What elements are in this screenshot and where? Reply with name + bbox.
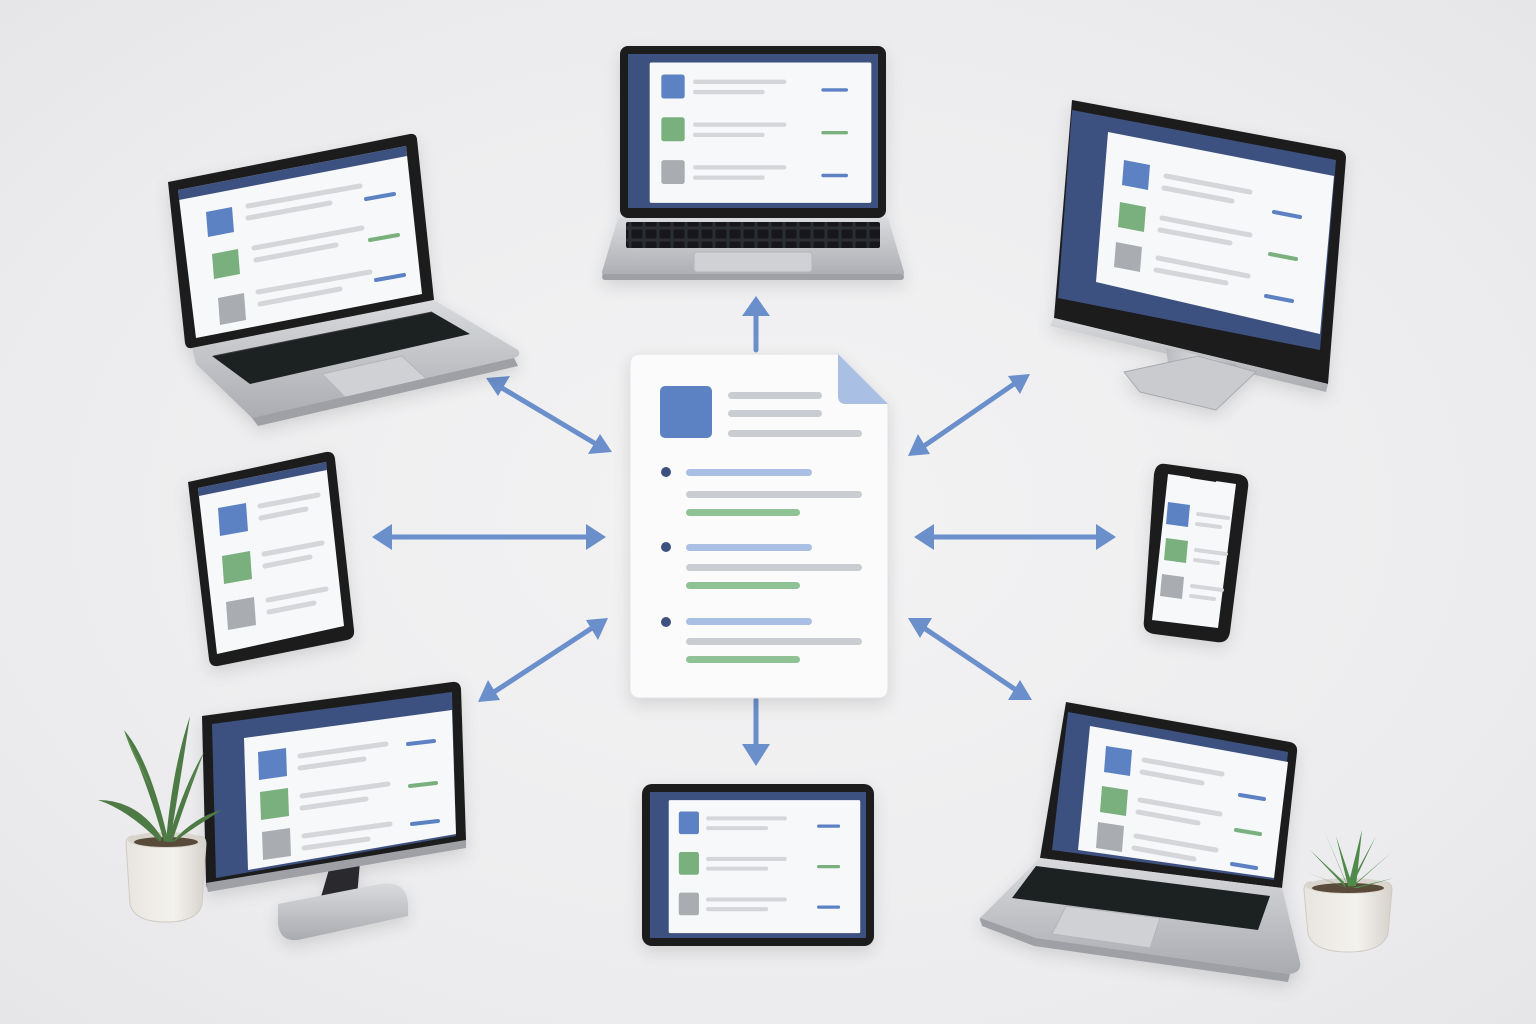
tablet-bottom <box>642 784 874 946</box>
document-list-item <box>661 617 862 663</box>
arrow-left <box>372 524 606 550</box>
sync-arrows <box>372 296 1116 766</box>
document-fold-icon <box>838 354 888 404</box>
arrow-right <box>914 524 1116 550</box>
monitor-lower-left <box>202 681 466 941</box>
laptop-top <box>602 46 904 280</box>
central-document <box>629 353 889 699</box>
arrow-up-left <box>486 376 612 454</box>
arrow-up <box>742 296 770 353</box>
arrow-down-left <box>478 618 608 702</box>
arrow-up-right <box>908 374 1030 456</box>
laptop-upper-left <box>168 133 520 426</box>
laptop-lower-right <box>979 702 1301 982</box>
phone-right <box>1143 463 1249 643</box>
tablet-left <box>188 451 355 667</box>
document-list-item <box>661 542 862 589</box>
plant-icon <box>98 716 222 923</box>
document-thumbnail <box>660 386 712 438</box>
succulent-icon <box>1303 830 1394 953</box>
imac-upper-right <box>1050 100 1346 411</box>
arrow-down <box>742 697 770 766</box>
document-list-item <box>661 467 862 516</box>
arrow-down-right <box>908 618 1032 700</box>
